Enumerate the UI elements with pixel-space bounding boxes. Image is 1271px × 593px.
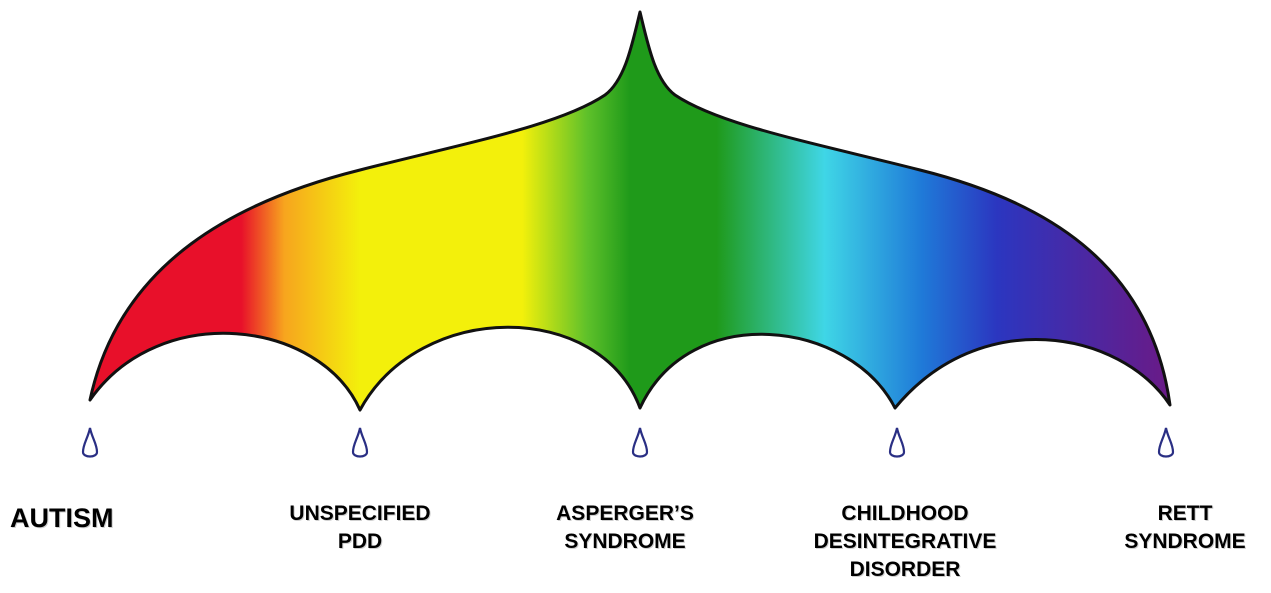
raindrop-icon (1159, 428, 1173, 457)
label-asperger-syndrome: ASPERGER’S SYNDROME (515, 500, 735, 556)
umbrella-canopy (90, 12, 1170, 410)
drop-unspecified-pdd (353, 428, 367, 457)
drop-childhood (890, 428, 904, 457)
label-autism: AUTISM (10, 502, 114, 534)
drop-autism (83, 428, 97, 457)
label-childhood-disintegrative-disorder: CHILDHOOD DESINTEGRATIVE DISORDER (780, 500, 1030, 584)
label-rett-syndrome: RETT SYNDROME (1100, 500, 1270, 556)
raindrop-icon (633, 428, 647, 457)
label-unspecified-pdd: UNSPECIFIED PDD (255, 500, 465, 556)
raindrop-icon (890, 428, 904, 457)
drop-asperger (633, 428, 647, 457)
raindrop-icon (353, 428, 367, 457)
drop-rett (1159, 428, 1173, 457)
raindrop-icon (83, 428, 97, 457)
